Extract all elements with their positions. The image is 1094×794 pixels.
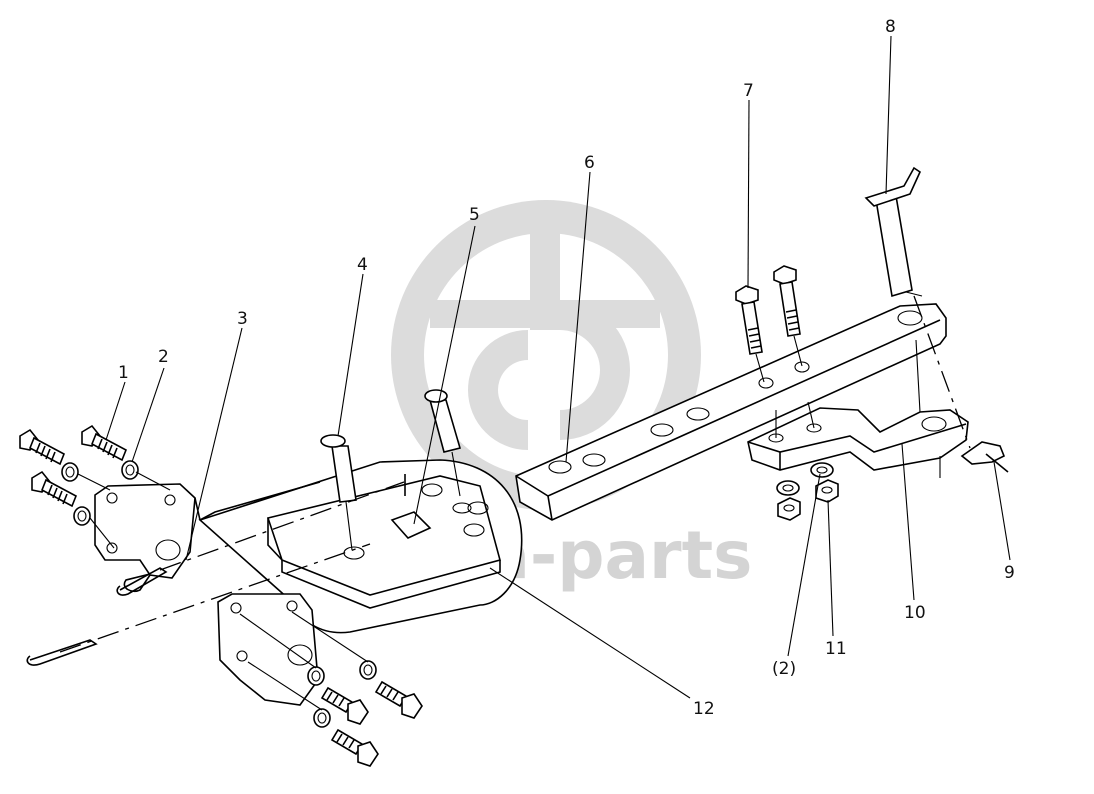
callout-12: 12: [693, 699, 715, 719]
washer-right: [776, 462, 834, 496]
centerline-left: [59, 543, 371, 653]
callout-11: 11: [825, 639, 847, 659]
nut-11: [777, 479, 839, 521]
bolt-left-2: [19, 428, 66, 466]
linch-pin-left: [26, 567, 168, 666]
bolt-lower-3: [330, 728, 379, 767]
callout-1: 1: [118, 363, 129, 383]
bolt-axis-lines: [77, 471, 171, 549]
bolt-7-axis-lines: [775, 401, 815, 438]
drawbar-plate: [198, 459, 523, 634]
linch-pin-9: [960, 441, 1009, 473]
bolt-lower-2: [374, 680, 423, 719]
callout-2-paren: (2): [772, 659, 796, 679]
callout-7: 7: [743, 81, 754, 101]
bolt-left-1: [81, 424, 128, 462]
bolt-7a: [735, 285, 765, 383]
pin-5: [424, 389, 462, 497]
pin-8: [864, 166, 971, 449]
left-bracket-lower: [217, 593, 319, 706]
callout-9: 9: [1004, 563, 1015, 583]
callout-5: 5: [469, 205, 480, 225]
bolt-left-3: [31, 470, 78, 508]
watermark-logo: [391, 200, 701, 510]
drawbar-6: [515, 303, 947, 521]
left-bracket-upper: [94, 483, 201, 593]
bolt-7b: [773, 265, 803, 367]
hook-bar-10: [747, 339, 969, 478]
centerline-left-2: [159, 481, 405, 571]
washer-left: [61, 460, 139, 526]
pin-4: [320, 434, 357, 551]
leader-lines: [105, 35, 1011, 699]
callout-4: 4: [357, 255, 368, 275]
lower-bolt-axis-lines: [239, 611, 369, 711]
callout-3: 3: [237, 309, 248, 329]
callout-2: 2: [158, 347, 169, 367]
bolt-lower-1: [320, 686, 369, 725]
callout-8: 8: [885, 17, 896, 37]
callout-labels: 1 2 3 4 5 6 7 8 9 10 11 (2) 12: [118, 17, 1015, 719]
callout-10: 10: [904, 603, 926, 623]
callout-6: 6: [584, 153, 595, 173]
washer-lower: [307, 660, 377, 728]
